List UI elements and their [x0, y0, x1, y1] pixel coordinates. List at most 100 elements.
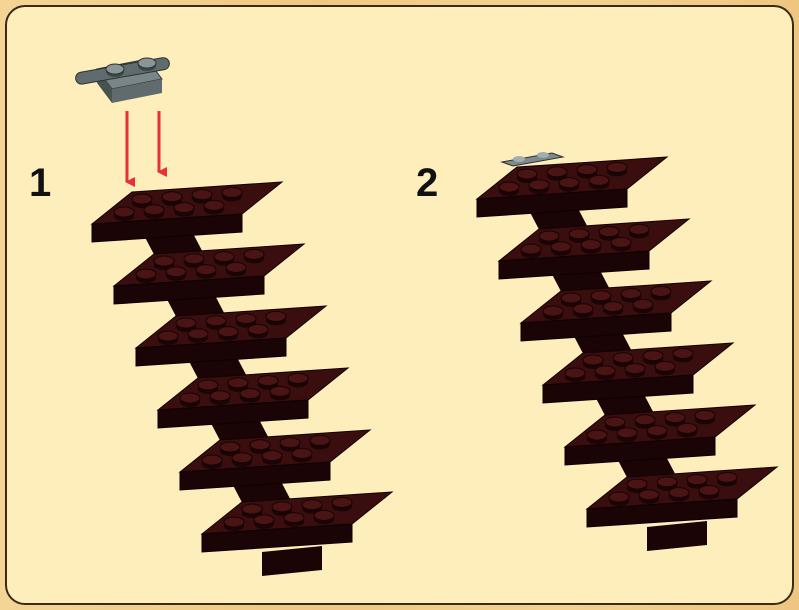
stud: [262, 451, 282, 461]
stud: [609, 492, 629, 502]
stud: [196, 265, 216, 275]
stud: [599, 227, 619, 237]
stud: [639, 490, 659, 500]
stud: [587, 430, 607, 440]
stud: [144, 205, 164, 215]
stud: [210, 391, 230, 401]
stud: [635, 415, 655, 425]
stud: [499, 182, 519, 192]
stud: [114, 207, 134, 217]
staircase-2-step: [521, 281, 711, 341]
stud: [248, 324, 268, 334]
stud: [272, 502, 292, 512]
stud: [166, 267, 186, 277]
stud: [543, 306, 563, 316]
stud: [214, 252, 234, 262]
stud: [657, 477, 677, 487]
stud: [254, 515, 274, 525]
stud: [154, 256, 174, 266]
stud: [581, 240, 601, 250]
build-illustration: [7, 7, 794, 605]
stud: [539, 231, 559, 241]
stud: [547, 167, 567, 177]
stud: [561, 293, 581, 303]
stud: [136, 269, 156, 279]
stud: [627, 479, 647, 489]
stud: [280, 438, 300, 448]
staircase-1-step: [180, 430, 370, 490]
stud: [717, 472, 737, 482]
stud: [655, 361, 675, 371]
stud: [521, 244, 541, 254]
stud: [292, 448, 312, 458]
staircase-1-step: [202, 492, 392, 552]
gray-hinge-plate: [75, 57, 171, 103]
stud: [625, 364, 645, 374]
staircase-2-step: [499, 219, 689, 279]
stud: [537, 152, 549, 158]
stud: [106, 64, 124, 74]
stud: [250, 440, 270, 450]
staircase-2-step: [587, 467, 777, 527]
stud: [643, 351, 663, 361]
stud: [589, 175, 609, 185]
stud: [174, 203, 194, 213]
stud: [236, 314, 256, 324]
stud: [188, 329, 208, 339]
stud: [184, 254, 204, 264]
stud: [695, 410, 715, 420]
stud: [202, 455, 222, 465]
attached-gray-plate: [502, 152, 563, 166]
staircase-2-step: [477, 157, 667, 217]
stud: [569, 229, 589, 239]
staircase-2-step: [543, 343, 733, 403]
stud: [228, 378, 248, 388]
stud: [232, 453, 252, 463]
stud: [220, 442, 240, 452]
stud: [310, 435, 330, 445]
stud: [699, 485, 719, 495]
staircase-1-step: [114, 244, 304, 304]
stud: [176, 318, 196, 328]
stud: [244, 249, 264, 259]
stud: [288, 373, 308, 383]
stud: [605, 417, 625, 427]
staircase-step-1: [92, 182, 392, 576]
stud: [633, 299, 653, 309]
instruction-panel: 1 2: [5, 5, 794, 605]
stud: [677, 423, 697, 433]
stud: [258, 376, 278, 386]
stud: [180, 393, 200, 403]
stud: [595, 366, 615, 376]
stud: [651, 286, 671, 296]
stud: [577, 165, 597, 175]
staircase-2-base-block: [647, 521, 707, 551]
stud: [551, 242, 571, 252]
stud: [314, 510, 334, 520]
staircase-2-step: [565, 405, 755, 465]
stud: [226, 262, 246, 272]
stud: [266, 311, 286, 321]
staircase-step-2: [477, 157, 777, 551]
stud: [224, 517, 244, 527]
stud: [607, 162, 627, 172]
stud: [621, 289, 641, 299]
stud: [611, 237, 631, 247]
stud: [162, 192, 182, 202]
stud: [603, 302, 623, 312]
stud: [565, 368, 585, 378]
stud: [242, 504, 262, 514]
stud: [617, 428, 637, 438]
stud: [138, 58, 156, 68]
stud: [669, 488, 689, 498]
stud: [673, 348, 693, 358]
staircase-1-step: [136, 306, 326, 366]
stud: [687, 475, 707, 485]
stud: [222, 187, 242, 197]
stud: [559, 178, 579, 188]
staircase-1-step: [92, 182, 282, 242]
placement-arrows: [127, 111, 159, 182]
stud: [573, 304, 593, 314]
stud: [517, 169, 537, 179]
